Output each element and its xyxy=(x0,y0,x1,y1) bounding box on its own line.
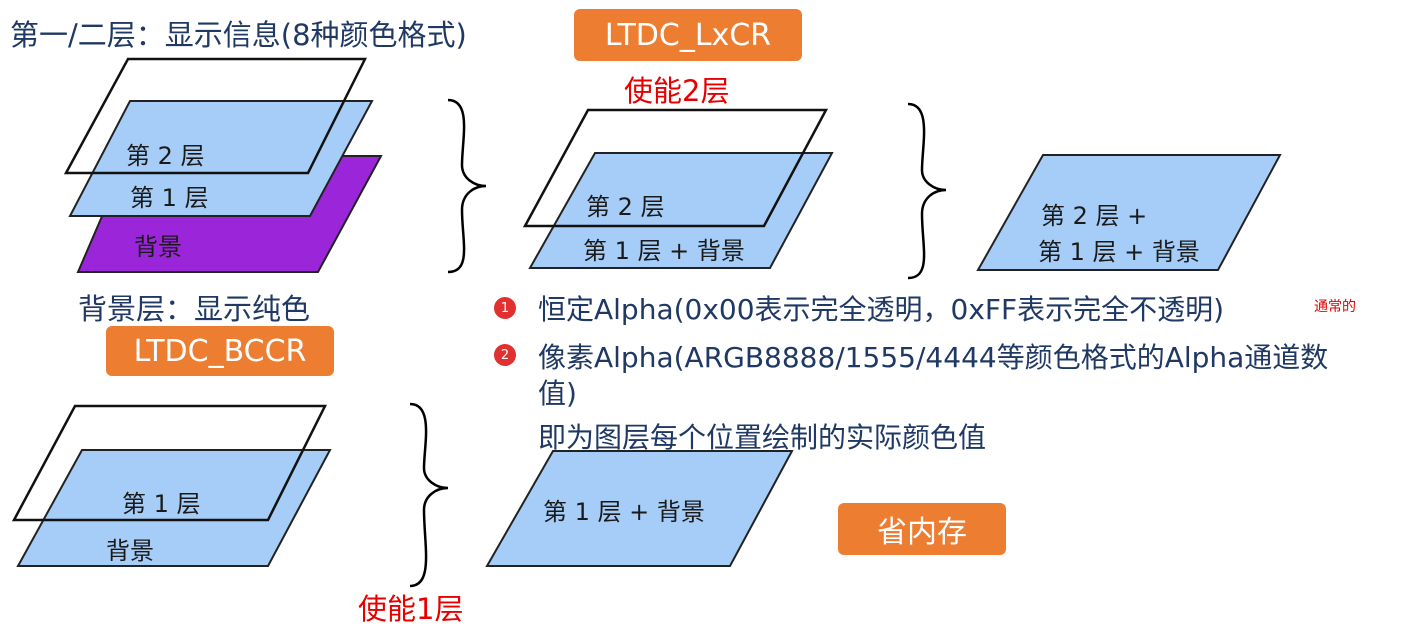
pixel-alpha-note-line2: 值) xyxy=(538,377,577,410)
page-title: 第一/二层：显示信息(8种颜色格式) xyxy=(10,18,467,52)
bottom-merged-layer-shape xyxy=(485,450,794,567)
const-alpha-note: 恒定Alpha(0x00表示完全透明，0xFF表示完全不透明) xyxy=(538,293,1225,326)
pixel-alpha-note-line3: 即为图层每个位置绘制的实际颜色值 xyxy=(538,421,987,454)
pixel-alpha-note-line1: 像素Alpha(ARGB8888/1555/4444等颜色格式的Alpha通道数 xyxy=(538,341,1329,374)
bottom-layer-frame-shape xyxy=(11,404,328,522)
bottom-layer1-shape xyxy=(16,449,332,567)
merged-layer-shape xyxy=(976,154,1282,271)
background-label: 背景 xyxy=(134,233,182,261)
layer2-frame-shape xyxy=(63,57,368,175)
brace-2 xyxy=(907,102,947,280)
bullet-2-icon: 2 xyxy=(494,344,516,366)
bottom-background-label: 背景 xyxy=(106,537,154,565)
save-memory-badge: 省内存 xyxy=(838,503,1006,555)
ltdc-bccr-label: LTDC_BCCR xyxy=(133,333,307,369)
middle-layer1-bg-label: 第 1 层 + 背景 xyxy=(583,237,745,265)
enable-one-layer-label: 使能1层 xyxy=(358,592,464,626)
brace-1 xyxy=(447,98,487,274)
layer2-frame-shape-middle xyxy=(522,108,829,228)
bullet-1-icon: 1 xyxy=(494,297,516,319)
background-caption: 背景层：显示纯色 xyxy=(78,292,311,326)
bottom-layer1-label: 第 1 层 xyxy=(122,490,201,518)
merged-layer2-label: 第 2 层 + xyxy=(1041,202,1148,230)
ltdc-lxcr-label: LTDC_LxCR xyxy=(604,17,772,53)
brace-3 xyxy=(409,402,449,588)
enable-two-layers-label: 使能2层 xyxy=(624,74,730,108)
layer1-bg-shape xyxy=(528,152,834,269)
middle-layer2-label: 第 2 层 xyxy=(586,193,665,221)
ltdc-lxcr-badge: LTDC_LxCR xyxy=(574,9,802,61)
bottom-merged-label: 第 1 层 + 背景 xyxy=(543,498,705,526)
const-alpha-footnote: 通常的 xyxy=(1314,299,1356,315)
save-memory-label: 省内存 xyxy=(877,515,967,550)
layer1-label: 第 1 层 xyxy=(130,184,209,212)
merged-layer1-bg-label: 第 1 层 + 背景 xyxy=(1038,238,1200,266)
layer2-label: 第 2 层 xyxy=(126,142,205,170)
layer1-shape xyxy=(68,100,374,217)
ltdc-bccr-badge: LTDC_BCCR xyxy=(106,326,334,376)
